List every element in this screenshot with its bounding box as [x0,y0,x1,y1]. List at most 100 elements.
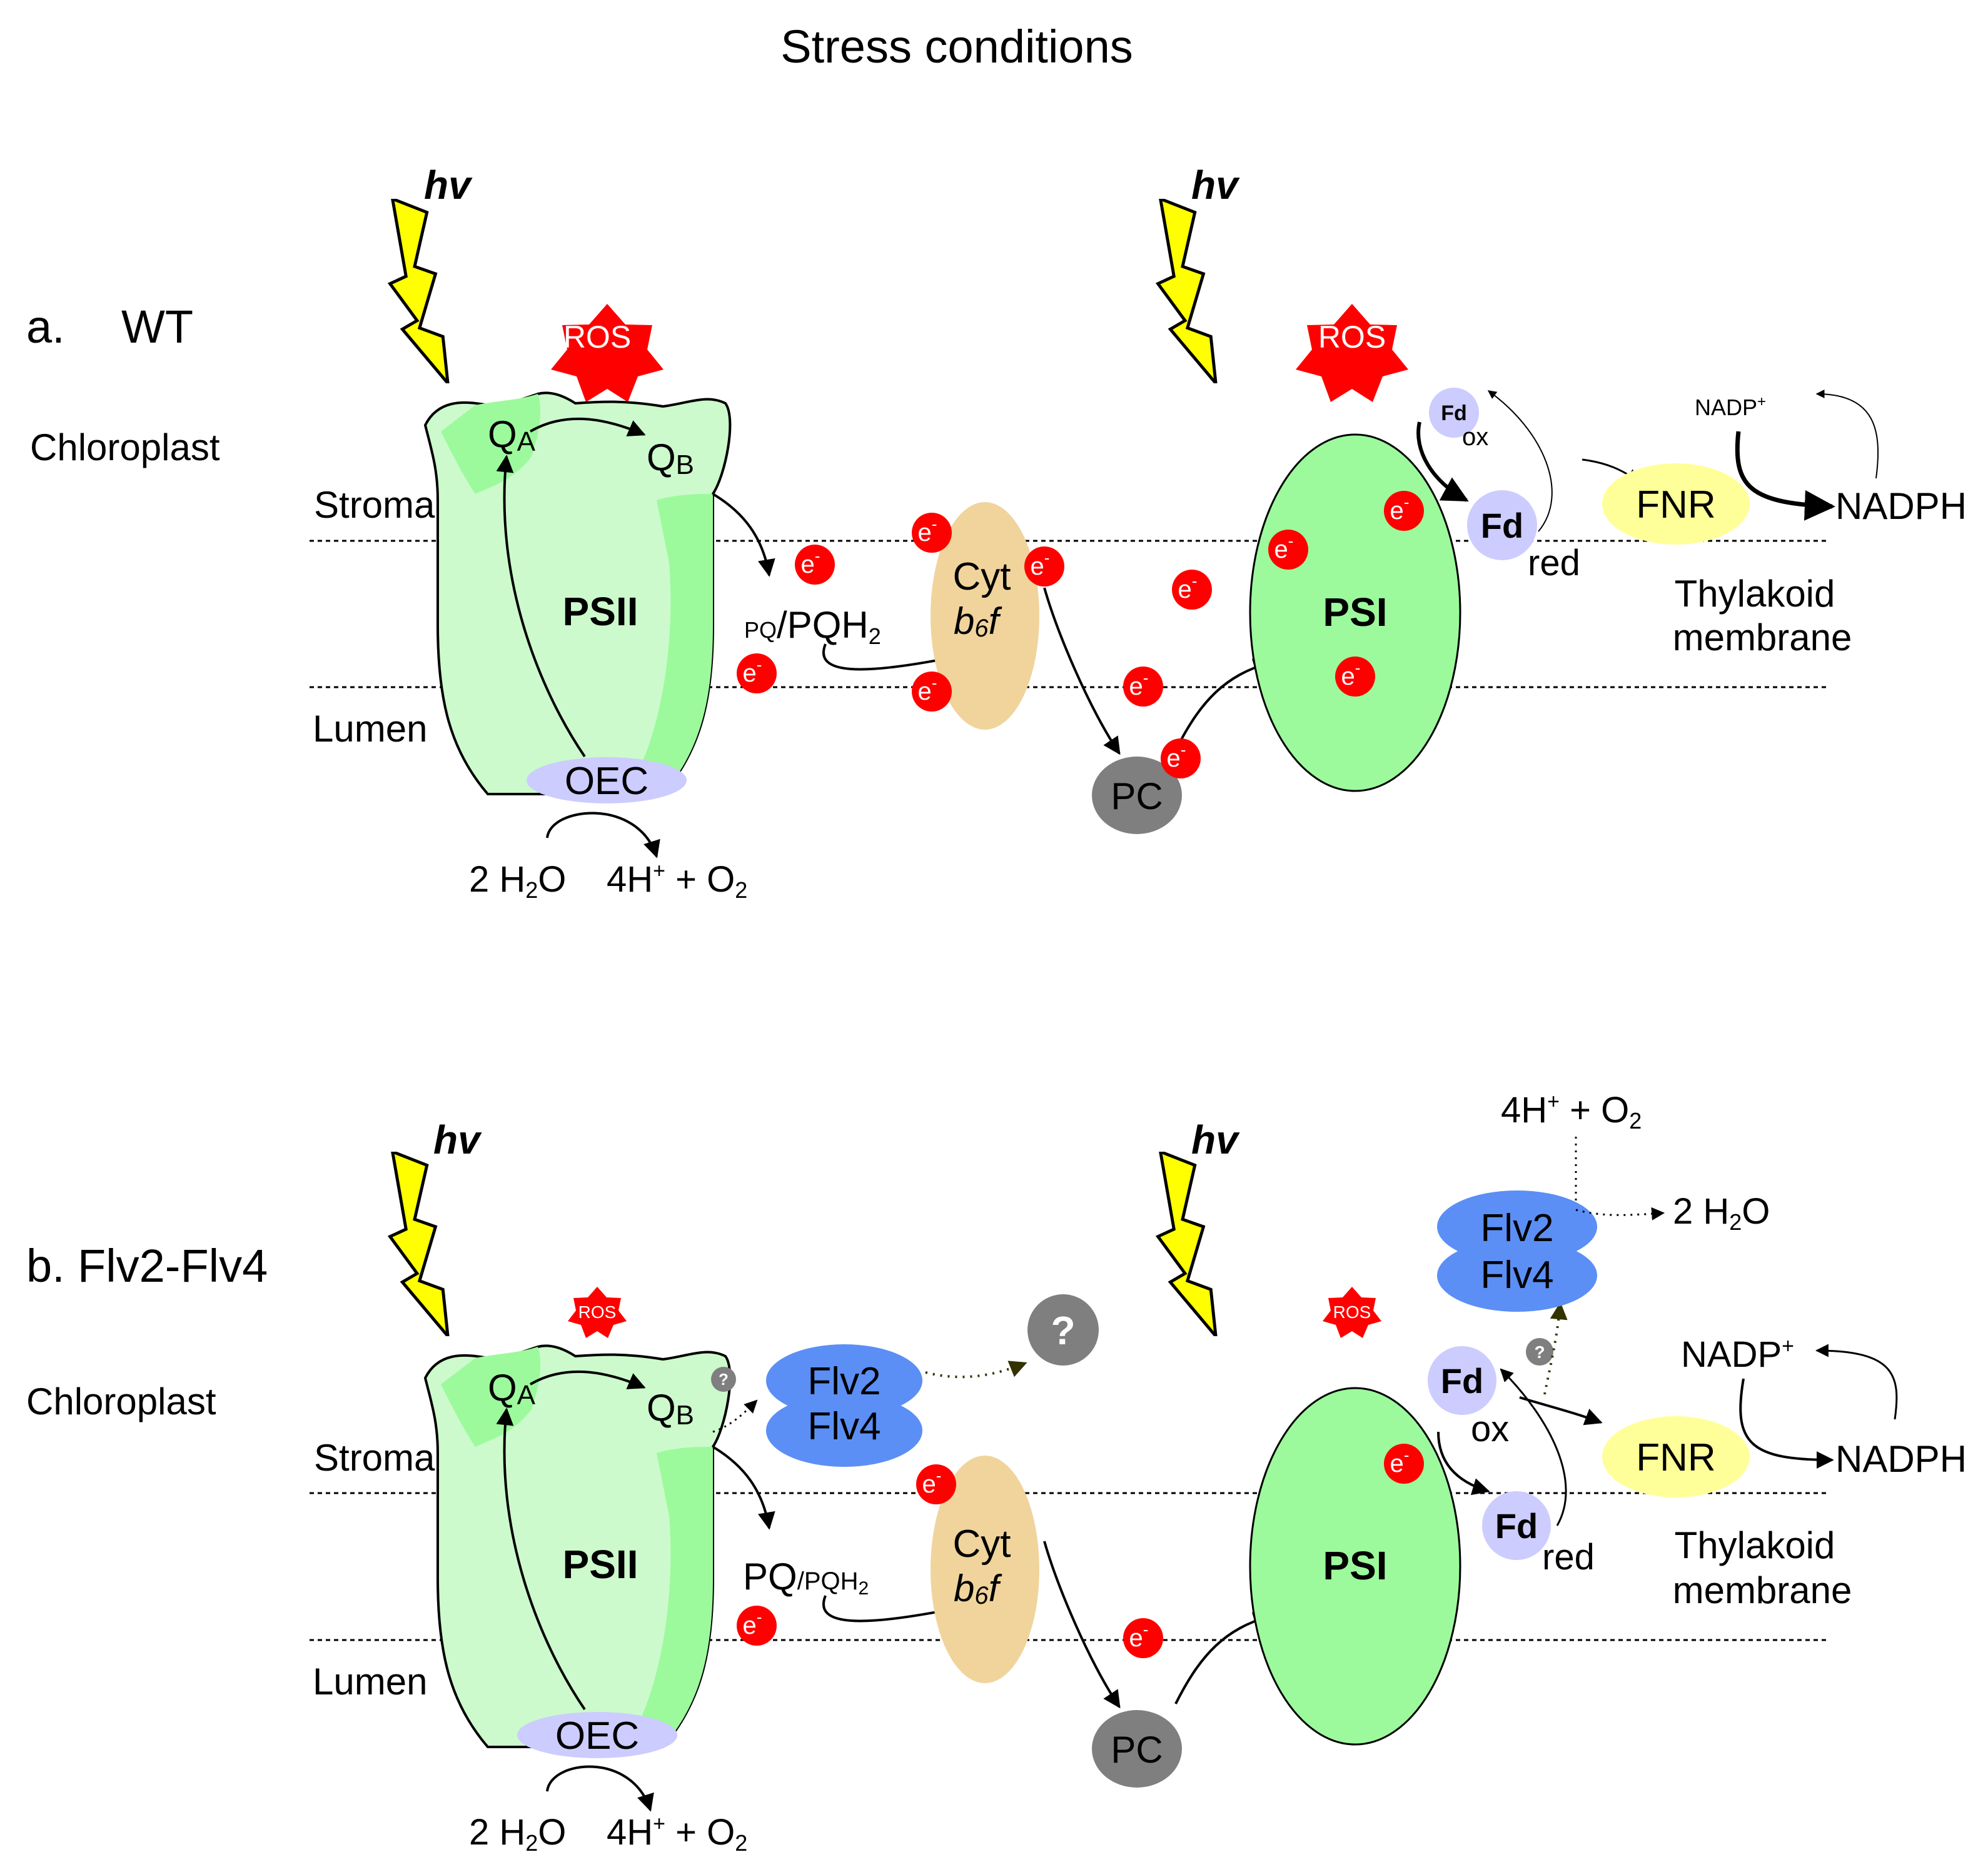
psii-complex: PSII QA QB [423,1344,775,1748]
fd-red-label: Fd [1481,506,1523,545]
question-marker [1526,1338,1553,1366]
ros-burst-icon [551,304,664,402]
arrow-qb-pq [712,493,775,577]
arrow-nadph-nadp [1815,390,1879,479]
arrow-fdred-fdox [1500,1368,1567,1526]
psii-label: PSII [563,589,638,634]
arrow-fdox-fdred [1437,1431,1490,1496]
electron-icon [916,1464,956,1504]
question-mark-small: ? [1534,1342,1545,1362]
fd-ox-state: ox [1471,1409,1509,1449]
panel-a-lumen: Lumen [313,708,427,750]
flv4-subunit [1437,1239,1597,1312]
flv4-label: Flv4 [1480,1254,1553,1297]
psii-complex: PSII QA QB [423,391,775,795]
psi-label: PSI [1323,590,1387,635]
lightning-icon [390,1152,448,1336]
electron-icon [737,1606,777,1646]
pc-label: PC [1111,775,1163,817]
electron-icon [1123,667,1163,707]
pc-label: PC [1111,1729,1163,1771]
fnr-enzyme [1602,1416,1750,1497]
flv2-subunit [766,1344,922,1417]
electron-icon [912,672,952,712]
fd-ox-carrier [1428,1346,1496,1415]
fnr-enzyme [1602,463,1750,545]
fnr-label: FNR [1636,483,1715,526]
fd-red-label: Fd [1495,1506,1538,1546]
panel-b-name: Flv2-Flv4 [78,1240,268,1292]
electron-icon [795,545,835,585]
panel-b-compartment: Chloroplast [26,1381,216,1422]
oec-complex [517,1712,677,1758]
panel-a-letter: a. [26,301,65,353]
flv4-label: Flv4 [807,1405,880,1448]
light-hv: hv [1191,1117,1240,1162]
light-hv: hv [1191,163,1240,208]
nadph-label: NADPH [1835,485,1967,527]
arrow-cyt-pc [1043,587,1121,755]
flv2-label: Flv2 [807,1360,880,1403]
electron-icon [1161,738,1201,778]
panel-a: a. WT Chloroplast Stroma Lumen hv hv ROS… [26,163,1967,903]
fnr-label: FNR [1636,1436,1715,1479]
arrow-water-split [546,812,660,858]
lightning-icon [390,199,448,383]
fd-red-carrier [1467,490,1537,560]
arrow-oec-qa [496,455,586,758]
water-reactant: 2 H2O [469,859,566,903]
fd-ox-carrier [1429,388,1479,438]
cyt-b6f-complex [931,1456,1039,1683]
qb-label: QB [647,436,694,480]
qb-label: QB [647,1387,694,1431]
oxygen-product: 4H+ + O2 [607,859,747,903]
electron-group: e-e-e-e- [737,1444,1424,1658]
electron-icon [1384,491,1424,531]
oec-label: OEC [555,1714,639,1758]
membrane-label-2: membrane [1673,1569,1852,1611]
flv4-subunit [766,1394,922,1467]
membrane-label-2: membrane [1673,616,1852,658]
fd-red-state: red [1542,1537,1595,1578]
electron-icon [1172,570,1212,610]
arrow-fd-fnr [1519,1396,1603,1426]
arrow-cyt-pc [1043,1541,1121,1709]
pc-carrier [1092,757,1182,834]
membrane-label-1: Thylakoid [1675,1524,1835,1566]
electron-icon [1384,1444,1424,1484]
electron-icon [1335,657,1375,697]
question-mark-large: ? [1051,1308,1075,1353]
electron-icon [1024,546,1064,586]
pc-carrier [1092,1710,1182,1788]
oxygen-product: 4H+ + O2 [607,1812,747,1856]
nadp-label: NADP+ [1695,393,1766,420]
arrow-qa-qb [530,1370,646,1389]
panel-b-lumen: Lumen [313,1661,427,1703]
b6f-label: b6f [954,1568,1002,1609]
arrow-oec-qa [496,1407,586,1711]
fd-ox-state: ox [1462,423,1488,451]
arrow-qb-pq [712,1446,775,1530]
arrow-pc-psi [1174,658,1271,751]
ros-label: ROS [1318,320,1386,355]
nadph-label: NADPH [1835,1438,1967,1480]
light-hv: hv [433,1117,482,1162]
oec-label: OEC [565,760,648,803]
arrow-qa-qb [530,417,646,436]
dotted-flv-water [1575,1207,1665,1220]
unknown-acceptor [1027,1294,1099,1366]
ros-burst-icon [1296,304,1408,402]
psii-label: PSII [563,1542,638,1587]
ros-burst-icon [568,1287,627,1338]
cyt-label: Cyt [953,1522,1011,1566]
psi-label: PSI [1323,1543,1387,1588]
electron-icon [912,513,952,553]
electron-label: e- [801,546,820,578]
panel-a-compartment: Chloroplast [30,426,220,468]
water-reactant: 2 H2O [469,1812,566,1856]
figure-title: Stress conditions [780,21,1133,73]
arrow-pq-cyt [822,1595,959,1623]
question-mark-small: ? [719,1370,729,1389]
arrow-nadp-nadph [1735,431,1835,521]
